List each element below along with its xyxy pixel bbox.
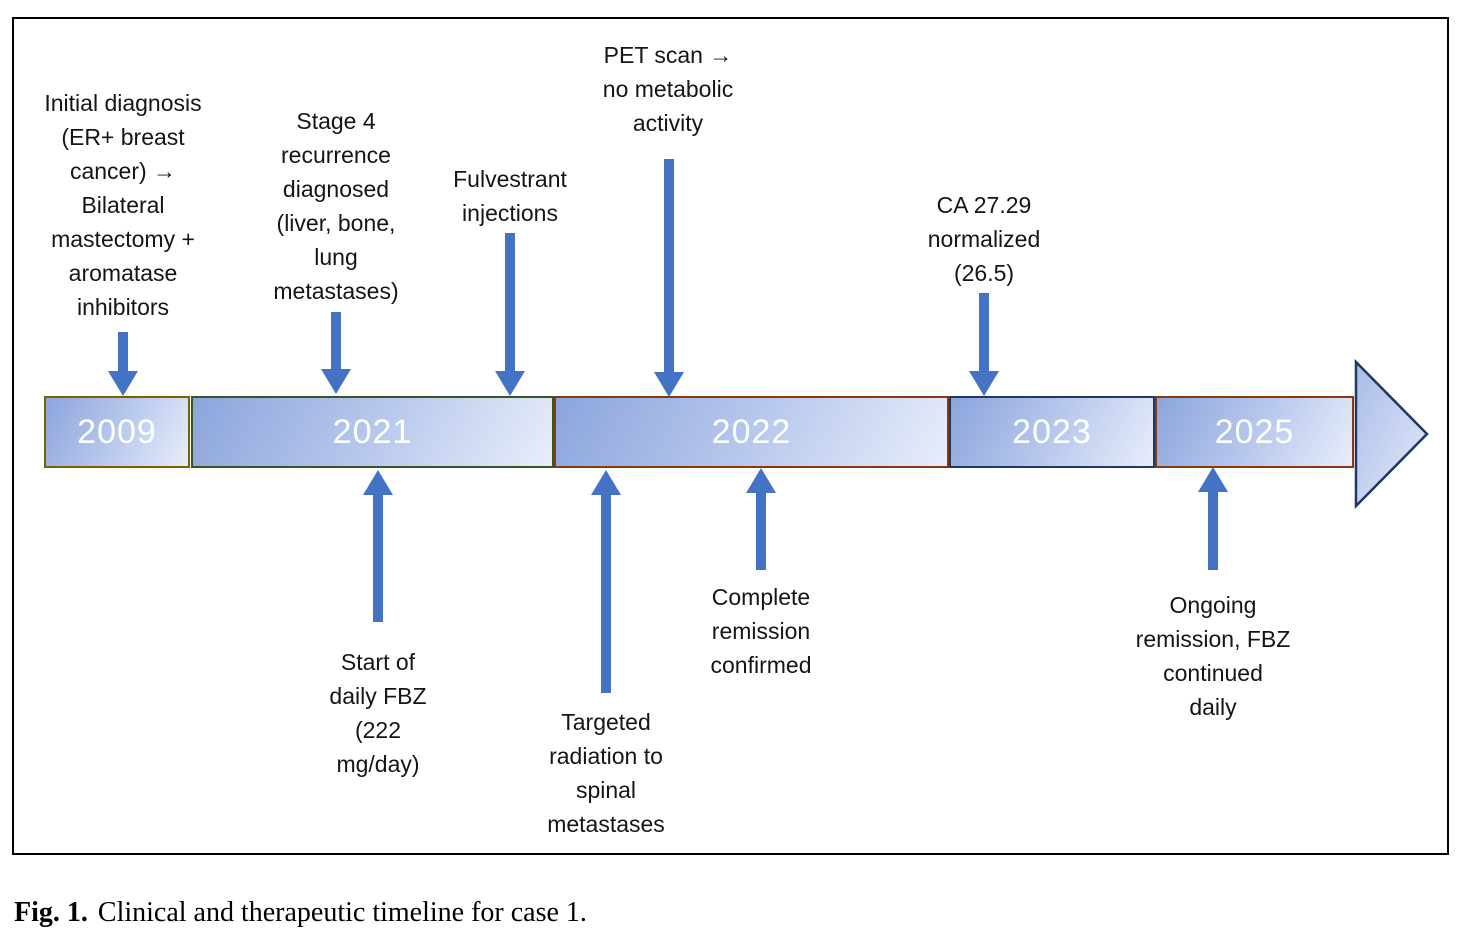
annotation-initial-diagnosis: Initial diagnosis (ER+ breast cancer) → … — [44, 90, 202, 320]
up-arrow-complete-remission-icon — [746, 468, 776, 570]
down-arrow-pet-scan-icon — [654, 159, 684, 397]
timeline-segment-2022: 2022 — [554, 396, 949, 468]
timeline-segment-2009: 2009 — [44, 396, 190, 468]
timeline-segment-2021: 2021 — [191, 396, 554, 468]
figure-caption-label: Fig. 1. — [14, 897, 88, 928]
year-label: 2021 — [332, 412, 413, 451]
annotation-pet-scan: PET scan → no metabolic activity — [602, 42, 734, 136]
down-arrow-ca2729-icon — [969, 293, 999, 396]
annotation-ca2729-normalized: CA 27.29 normalized (26.5) — [927, 192, 1041, 286]
down-arrow-stage4-recurrence-icon — [321, 312, 351, 394]
year-label: 2022 — [711, 412, 792, 451]
down-arrow-initial-diagnosis-icon — [108, 332, 138, 396]
figure-caption-text: Clinical and therapeutic timeline for ca… — [97, 897, 587, 928]
annotation-targeted-radiation: Targeted radiation to spinal metastases — [547, 709, 665, 837]
figure-caption: Fig. 1. Clinical and therapeutic timeline… — [14, 897, 587, 929]
down-arrow-fulvestrant-icon — [495, 233, 525, 396]
timeline-segment-2023: 2023 — [949, 396, 1155, 468]
timeline-arrowhead-icon — [1354, 359, 1429, 509]
annotation-ongoing-remission: Ongoing remission, FBZ continued daily — [1135, 592, 1291, 720]
timeline-segment-2025: 2025 — [1155, 396, 1354, 468]
up-arrow-targeted-radiation-icon — [591, 470, 621, 693]
annotation-complete-remission: Complete remission confirmed — [710, 584, 812, 678]
annotation-stage4-recurrence: Stage 4 recurrence diagnosed (liver, bon… — [273, 108, 399, 304]
year-label: 2025 — [1214, 412, 1295, 451]
annotation-fulvestrant: Fulvestrant injections — [453, 166, 567, 226]
year-label: 2009 — [77, 412, 157, 451]
year-label: 2023 — [1012, 412, 1092, 451]
up-arrow-ongoing-remission-icon — [1198, 467, 1228, 570]
up-arrow-start-fbz-icon — [363, 470, 393, 622]
annotation-start-fbz: Start of daily FBZ (222 mg/day) — [329, 649, 427, 777]
